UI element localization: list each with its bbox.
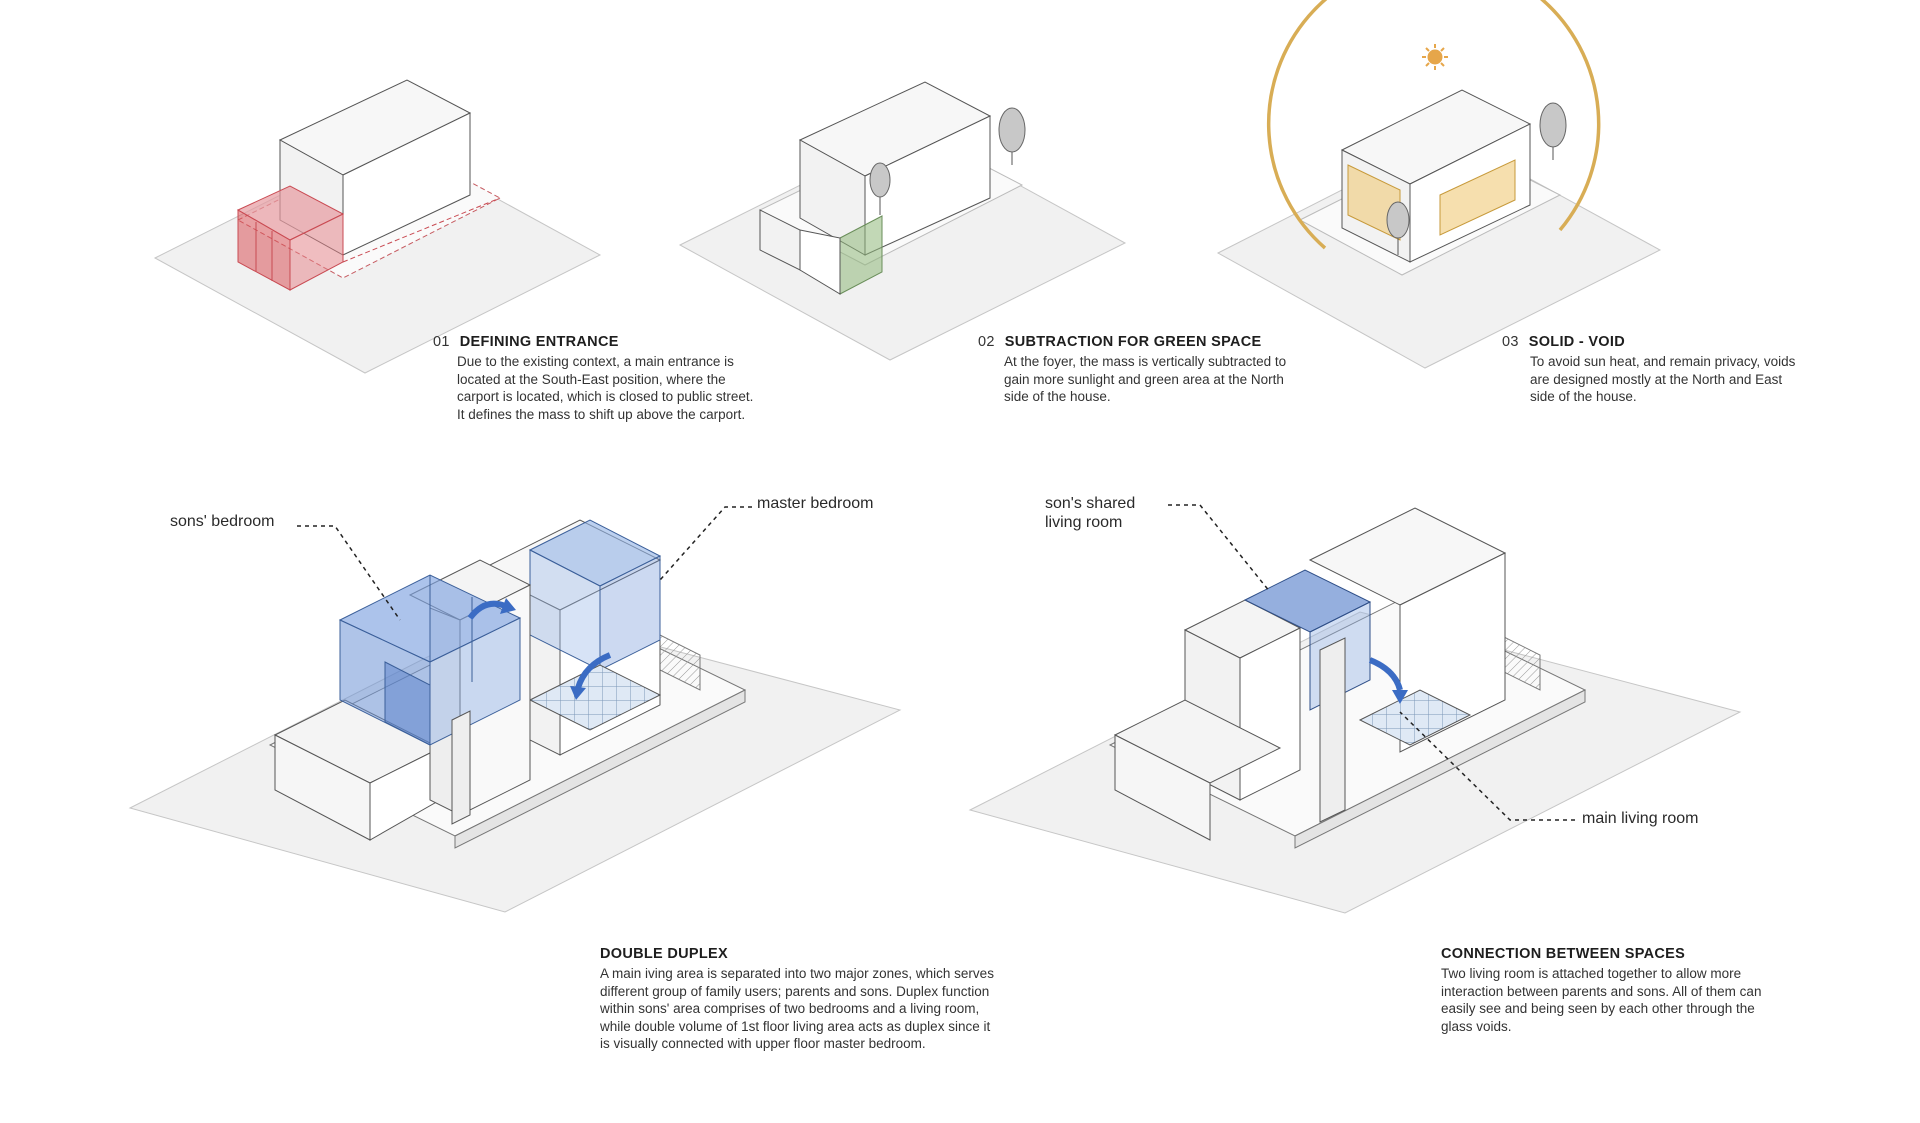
leader-master-bedroom [659,506,752,581]
section-description: Two living room is attached together to … [1441,966,1762,1034]
living-floor-grid [528,664,662,731]
tree-icon [1539,102,1567,160]
section-description: A main iving area is separated into two … [600,966,994,1051]
label-master-bedroom: master bedroom [757,495,874,512]
sun-icon [1422,44,1448,70]
tree-icon [1386,201,1410,255]
leader-shared-living [1168,504,1271,593]
connection-arrow [1368,657,1403,691]
step-number: 03 [1502,334,1519,350]
step-01-caption: 01 DEFINING ENTRANCE Due to the existing … [433,334,773,423]
step-title: SOLID - VOID [1528,334,1625,350]
step-02-caption: 02 SUBTRACTION FOR GREEN SPACE At the foy… [978,334,1298,406]
sun-path-arc [1266,0,1601,250]
step-03-drawing [1216,0,1662,369]
tree-icon [998,107,1026,165]
label-sons-shared-living: son's shared living room [1045,495,1136,531]
connection-arrow [467,600,507,620]
section-title: DOUBLE DUPLEX [600,946,728,962]
connection-caption: CONNECTION BETWEEN SPACES Two living roo… [1441,946,1791,1035]
step-number: 01 [433,334,450,350]
step-03-caption: 03 SOLID - VOID To avoid sun heat, and re… [1502,334,1822,406]
double-duplex-drawing [128,506,902,913]
leader-sons-bedroom [297,525,401,621]
label-sons-bedroom: sons' bedroom [170,513,275,530]
section-title: CONNECTION BETWEEN SPACES [1441,946,1686,962]
leader-main-living [1399,711,1575,821]
label-main-living-room: main living room [1582,810,1699,827]
step-description: At the foyer, the mass is vertically sub… [1004,354,1287,404]
step-description: Due to the existing context, a main entr… [457,354,754,422]
void-east [1439,159,1516,236]
step-02-drawing [678,81,1127,361]
step-title: DEFINING ENTRANCE [459,334,619,350]
tree-icon [869,162,891,215]
double-duplex-caption: DOUBLE DUPLEX A main iving area is separ… [600,946,1000,1053]
connection-arrow [575,652,612,689]
step-description: To avoid sun heat, and remain privacy, v… [1530,354,1796,404]
connection-drawing [968,504,1742,914]
step-number: 02 [978,334,995,350]
step-title: SUBTRACTION FOR GREEN SPACE [1004,334,1262,350]
step-01-drawing [153,79,602,374]
